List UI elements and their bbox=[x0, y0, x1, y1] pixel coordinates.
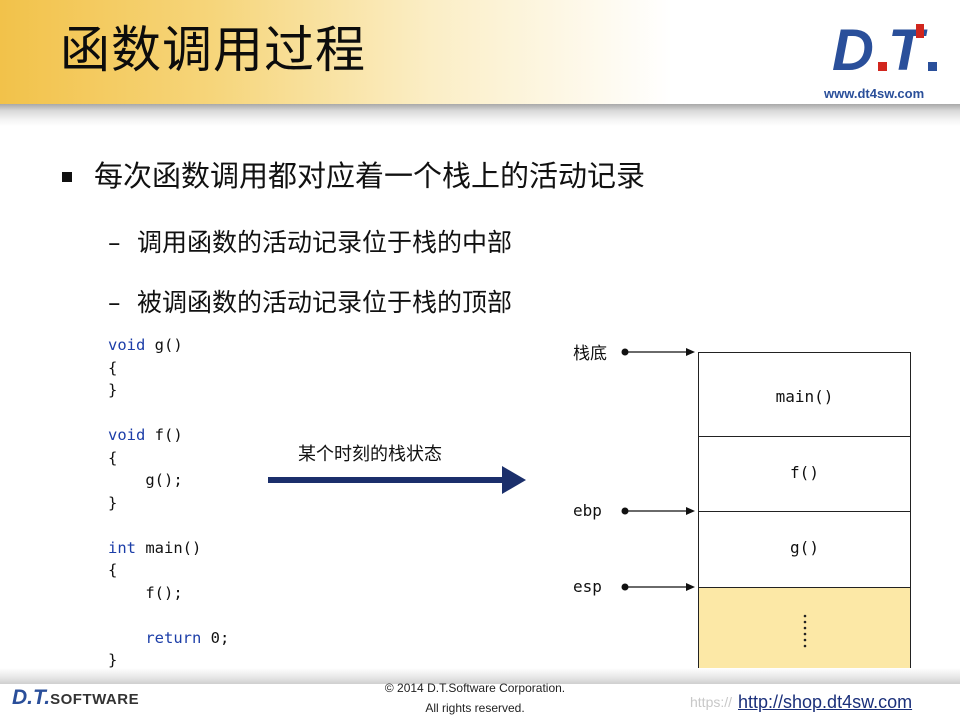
watermark-text: https:// bbox=[690, 694, 733, 710]
code-listing: void g() { } void f() { g(); } int main(… bbox=[108, 334, 229, 672]
stack-diagram: main() f() g() bbox=[698, 352, 911, 670]
stack-bottom-label: 栈底 bbox=[573, 344, 607, 364]
stack-frame-f: f() bbox=[699, 437, 910, 512]
esp-label: esp bbox=[573, 577, 602, 596]
code-line: } bbox=[108, 493, 118, 512]
code-line: return 0; bbox=[108, 628, 230, 647]
sub-bullet-dash-2: – bbox=[108, 288, 121, 317]
stack-frame-main: main() bbox=[699, 353, 910, 437]
code-line: void g() bbox=[108, 336, 183, 354]
dt-logo: D T bbox=[832, 18, 937, 83]
code-line: f(); bbox=[108, 583, 183, 602]
logo-accent bbox=[916, 24, 924, 38]
logo-dot-2 bbox=[928, 62, 937, 71]
footer-logo-software: SOFTWARE bbox=[50, 691, 140, 708]
vertical-ellipsis-icon bbox=[803, 614, 807, 648]
frame-label-g: g() bbox=[790, 538, 819, 557]
code-line bbox=[108, 402, 229, 425]
stack-frame-g: g() bbox=[699, 512, 910, 588]
bullet-square-icon bbox=[62, 172, 72, 182]
esp-pointer-arrow bbox=[621, 583, 695, 591]
arrow-label: 某个时刻的栈状态 bbox=[298, 444, 442, 465]
footer-logo-dt: D.T. bbox=[12, 686, 51, 709]
code-line: g(); bbox=[108, 471, 183, 489]
stack-frame-top bbox=[699, 588, 910, 669]
copyright-line-2: All rights reserved. bbox=[425, 701, 525, 715]
ebp-label: ebp bbox=[573, 501, 602, 520]
frame-label-f: f() bbox=[790, 463, 819, 482]
ebp-pointer-arrow bbox=[621, 507, 695, 515]
code-line: } bbox=[108, 651, 118, 669]
code-line: int main() bbox=[108, 538, 202, 557]
logo-letter-d: D bbox=[832, 18, 874, 83]
header-shadow bbox=[0, 104, 960, 126]
code-line: void f() bbox=[108, 426, 183, 444]
slide-title: 函数调用过程 bbox=[60, 21, 366, 79]
right-arrow-icon bbox=[268, 466, 526, 494]
code-line: { bbox=[108, 561, 118, 579]
sub-bullet-dash-1: – bbox=[108, 228, 121, 257]
code-line: { bbox=[108, 358, 118, 377]
shop-link[interactable]: http://shop.dt4sw.com bbox=[738, 692, 913, 712]
footer-shadow bbox=[0, 668, 960, 684]
sub-bullet-2: 被调函数的活动记录位于栈的顶部 bbox=[137, 288, 513, 317]
code-line: } bbox=[108, 381, 118, 399]
frame-label-main: main() bbox=[775, 387, 834, 406]
bullet-main: 每次函数调用都对应着一个栈上的活动记录 bbox=[94, 159, 646, 193]
code-line bbox=[108, 514, 229, 537]
copyright-line-1: © 2014 D.T.Software Corporation. bbox=[384, 681, 566, 695]
logo-dot-1 bbox=[878, 62, 887, 71]
logo-url[interactable]: www.dt4sw.com bbox=[824, 86, 925, 101]
code-line: { bbox=[108, 448, 118, 467]
footer-logo: D.T.SOFTWARE bbox=[12, 686, 139, 710]
code-line bbox=[108, 604, 229, 627]
sub-bullet-1: 调用函数的活动记录位于栈的中部 bbox=[137, 228, 513, 257]
header-band bbox=[0, 0, 960, 104]
stack-bottom-pointer-arrow bbox=[621, 348, 695, 356]
